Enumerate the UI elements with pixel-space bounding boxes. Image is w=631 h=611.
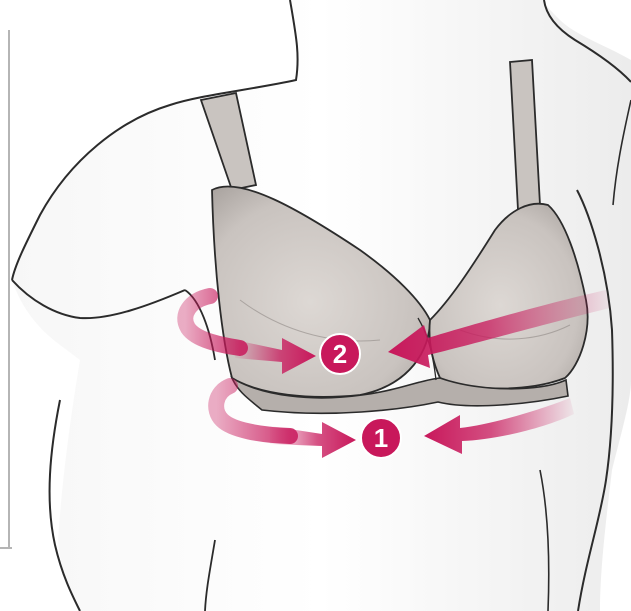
frame-edge <box>0 0 14 611</box>
marker-1: 1 <box>361 418 401 458</box>
marker-1-label: 1 <box>374 423 388 453</box>
marker-2: 2 <box>320 334 360 374</box>
marker-2-label: 2 <box>333 339 347 369</box>
